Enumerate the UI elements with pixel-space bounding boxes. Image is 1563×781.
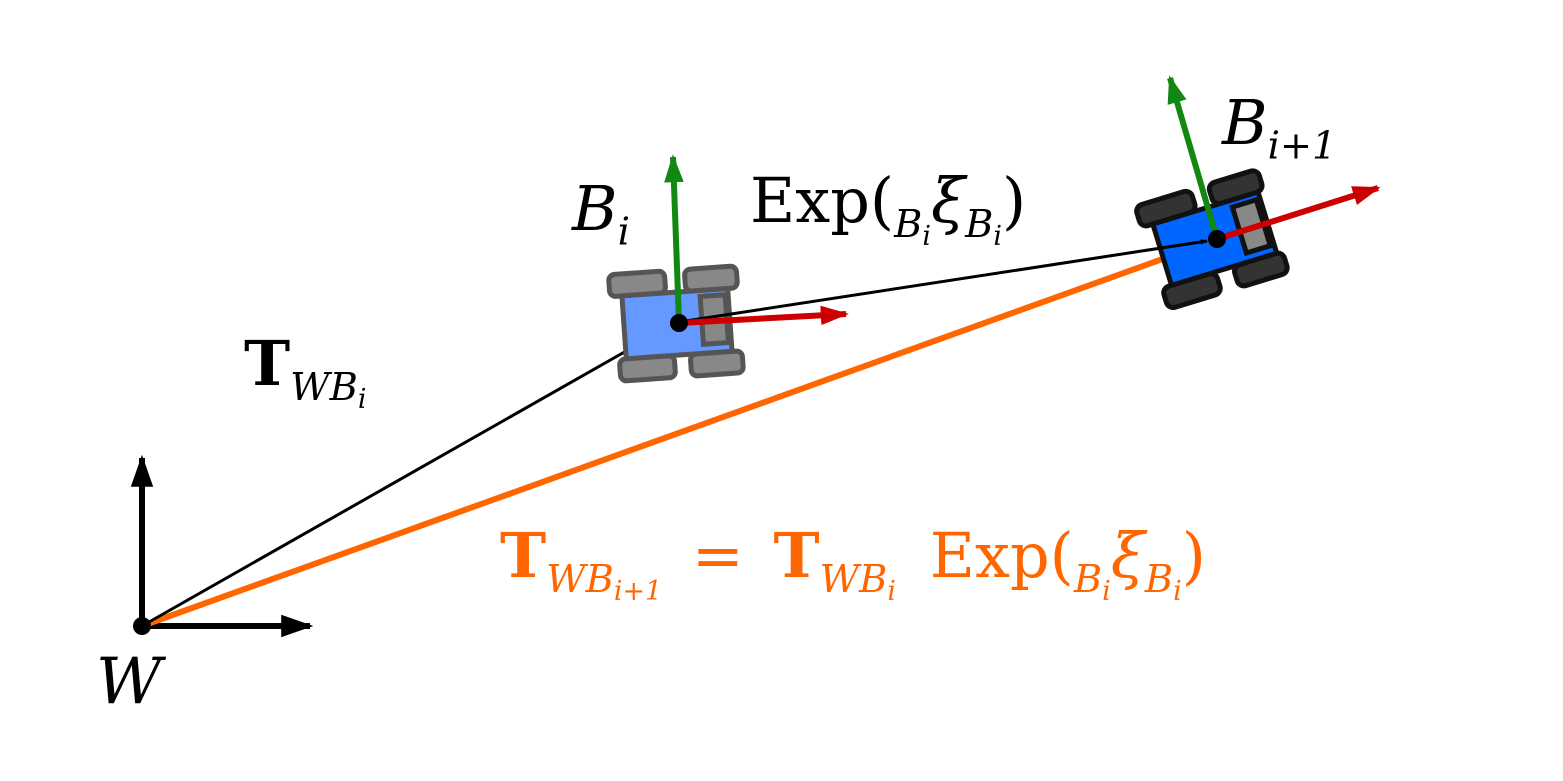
eq-T2: T	[773, 519, 820, 592]
exp-label-post: Bi	[965, 201, 1002, 250]
eq-T1-sub-idx: i+1	[613, 575, 663, 607]
world-origin	[133, 617, 151, 635]
frame-i-axes	[664, 154, 849, 332]
eq-pre-B: B	[1073, 556, 1103, 602]
eq-pre: Bi	[1073, 556, 1111, 605]
exp-label-open: (	[869, 164, 895, 237]
frame-next-x-axis	[1216, 185, 1381, 242]
exp-label-pre-B: B	[894, 201, 923, 247]
frame-i-letter: B	[572, 172, 618, 245]
composite-pose-arrow	[140, 240, 1212, 629]
exp-label-post-B: B	[965, 201, 994, 247]
eq-post: Bi	[1144, 556, 1182, 605]
world-frame-label: W	[96, 650, 162, 714]
eq-exp: Exp	[929, 519, 1050, 592]
pose-i-sub-W: W	[290, 364, 330, 410]
eq-pre-i: i	[1102, 575, 1111, 607]
frame-i-subscript: i	[617, 209, 630, 255]
pose-i-sub-i: i	[357, 383, 367, 415]
pose-i-label: TWBi	[244, 333, 367, 414]
exp-label-pre: Bi	[894, 201, 931, 250]
eq-T2-sub-B: B	[859, 556, 888, 602]
frame-next-letter: B	[1222, 86, 1268, 159]
relative-exp-arrow	[678, 239, 1208, 324]
frame-i-x-axis	[678, 305, 849, 326]
pose-i-T: T	[244, 327, 291, 400]
eq-T2-subscript: WBi	[819, 556, 896, 605]
pose-i-sub-B: B	[329, 364, 358, 410]
eq-open: (	[1049, 519, 1074, 592]
exp-label: Exp(BiξBi)	[750, 170, 1026, 251]
eq-T1: T	[500, 519, 547, 592]
exp-label-xi: ξ	[930, 164, 966, 237]
frame-i-label: Bi	[572, 178, 630, 252]
exp-label-exp: Exp	[750, 164, 870, 237]
eq-T1-sub-W: W	[546, 556, 586, 602]
eq-T1-subscript: WBi+1	[546, 556, 662, 605]
frame-next-axes	[1167, 75, 1381, 248]
frame-next-y-axis	[1167, 75, 1220, 240]
eq-T2-sub-idx: i	[887, 575, 897, 607]
pose-i-subscript: WBi	[290, 364, 366, 413]
exp-label-post-i: i	[993, 220, 1002, 252]
eq-equals: =	[691, 519, 744, 592]
eq-T2-sub-W: W	[819, 556, 860, 602]
exp-label-close: )	[1002, 164, 1027, 237]
eq-T1-sub-B: B	[585, 556, 614, 602]
frame-i-origin	[670, 314, 688, 332]
frame-next-origin	[1208, 230, 1226, 248]
composition-equation: TWBi+1 = TWBi Exp(BiξBi)	[500, 525, 1206, 606]
eq-close: )	[1181, 519, 1206, 592]
world-frame	[130, 454, 314, 638]
eq-post-B: B	[1144, 556, 1174, 602]
frame-next-label: Bi+1	[1222, 92, 1337, 166]
frame-i-y-axis	[664, 154, 684, 324]
world-frame-text: W	[96, 645, 162, 719]
eq-post-i: i	[1173, 575, 1182, 607]
exp-label-pre-i: i	[922, 220, 931, 252]
pose-i-arrow	[141, 323, 673, 628]
eq-xi: ξ	[1110, 519, 1145, 592]
frame-next-subscript: i+1	[1267, 123, 1337, 169]
